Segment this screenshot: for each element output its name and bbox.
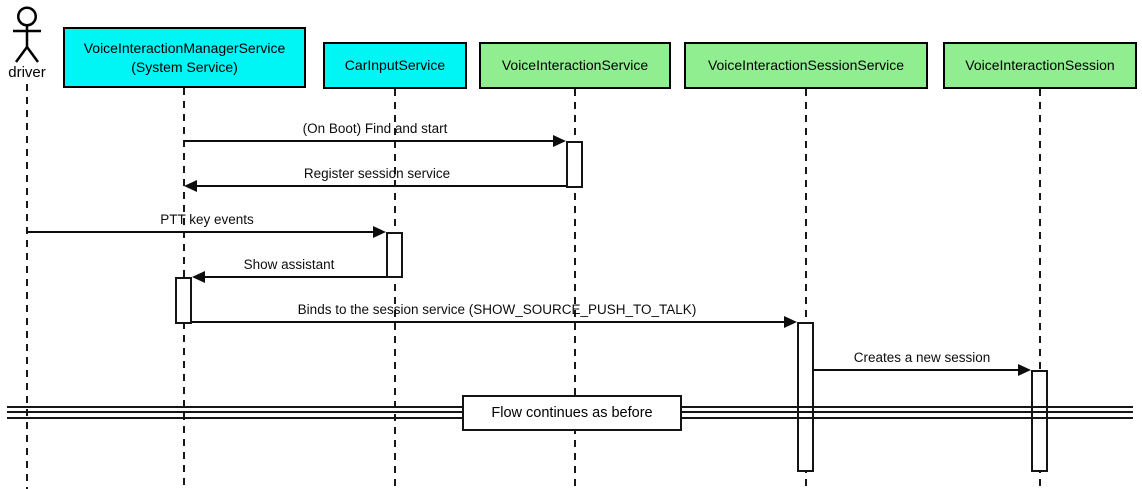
participant-voice-interaction-service: VoiceInteractionService <box>479 42 671 89</box>
message-arrow-line <box>192 321 784 323</box>
participant-label: VoiceInteractionManagerService <box>83 39 286 56</box>
message-arrow-line <box>27 231 373 233</box>
activation-voice-interaction-service <box>566 141 583 188</box>
participant-voice-interaction-session-service: VoiceInteractionSessionService <box>684 42 928 89</box>
arrowhead-left-icon <box>184 180 197 192</box>
lifeline-voice-interaction-session <box>1039 89 1041 489</box>
arrowhead-right-icon <box>373 226 386 238</box>
lifeline-driver <box>26 84 28 489</box>
actor-person-icon <box>13 6 41 63</box>
participant-voice-interaction-manager-service: VoiceInteractionManagerService (System S… <box>63 27 306 88</box>
message-arrow-line <box>184 140 553 142</box>
activation-voice-interaction-session-service <box>797 322 814 472</box>
participant-label: VoiceInteractionSession <box>965 57 1115 73</box>
participant-label: VoiceInteractionSessionService <box>707 57 905 73</box>
activation-voice-interaction-session <box>1031 370 1048 472</box>
participant-label: CarInputService <box>344 57 446 73</box>
participant-label: VoiceInteractionService <box>501 57 649 73</box>
message-arrow-line <box>814 369 1018 371</box>
activation-car-input-service <box>386 232 403 278</box>
lifeline-voice-interaction-service <box>574 89 576 489</box>
lifeline-car-input-service <box>394 89 396 489</box>
message-label: PTT key events <box>160 212 254 227</box>
divider-label-box: Flow continues as before <box>462 395 682 431</box>
message-arrow-line <box>205 276 386 278</box>
participant-car-input-service: CarInputService <box>323 42 467 89</box>
message-label: Binds to the session service (SHOW_SOURC… <box>297 302 697 317</box>
message-label: Register session service <box>303 166 451 181</box>
lifeline-voice-interaction-session-service <box>805 89 807 489</box>
message-arrow-line <box>197 185 566 187</box>
arrowhead-right-icon <box>553 135 566 147</box>
divider-label: Flow continues as before <box>491 405 653 421</box>
activation-voice-interaction-manager-service <box>175 277 192 324</box>
actor-label: driver <box>8 64 46 81</box>
message-label: Creates a new session <box>853 350 991 365</box>
arrowhead-right-icon <box>784 316 797 328</box>
message-label: Show assistant <box>243 257 335 272</box>
arrowhead-right-icon <box>1018 364 1031 376</box>
participant-sublabel: (System Service) <box>131 58 238 75</box>
participant-voice-interaction-session: VoiceInteractionSession <box>943 42 1137 89</box>
message-label: (On Boot) Find and start <box>302 121 448 136</box>
arrowhead-left-icon <box>192 271 205 283</box>
